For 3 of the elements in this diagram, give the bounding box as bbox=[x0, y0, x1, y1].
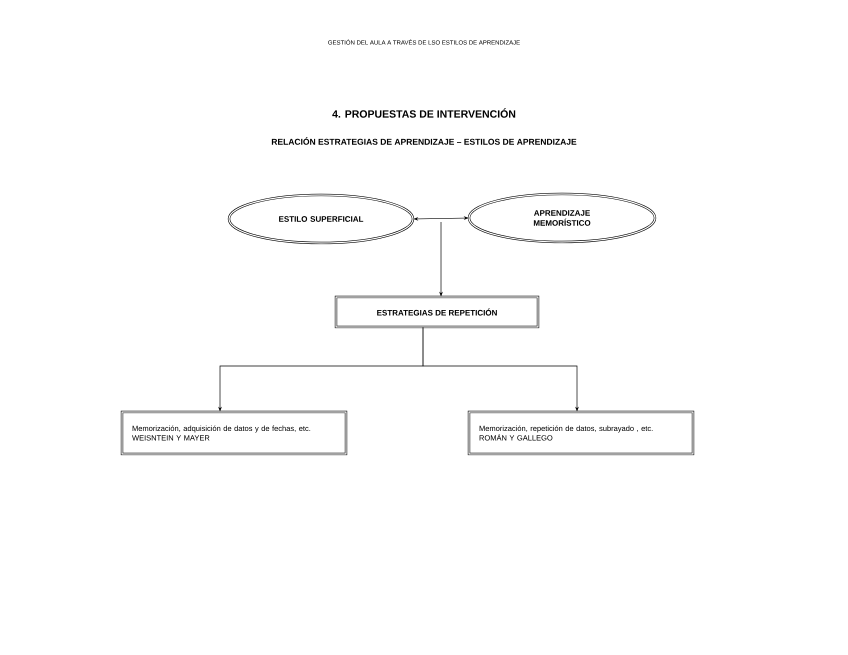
strategy-box: ESTRATEGIAS DE REPETICIÓN bbox=[334, 296, 540, 328]
title: 4. PROPUESTAS DE INTERVENCIÓN bbox=[332, 108, 516, 118]
subtitle: RELACIÓN ESTRATEGIAS DE APRENDIZAJE – ESTILOS DE APRENDIZAJE bbox=[272, 137, 576, 145]
